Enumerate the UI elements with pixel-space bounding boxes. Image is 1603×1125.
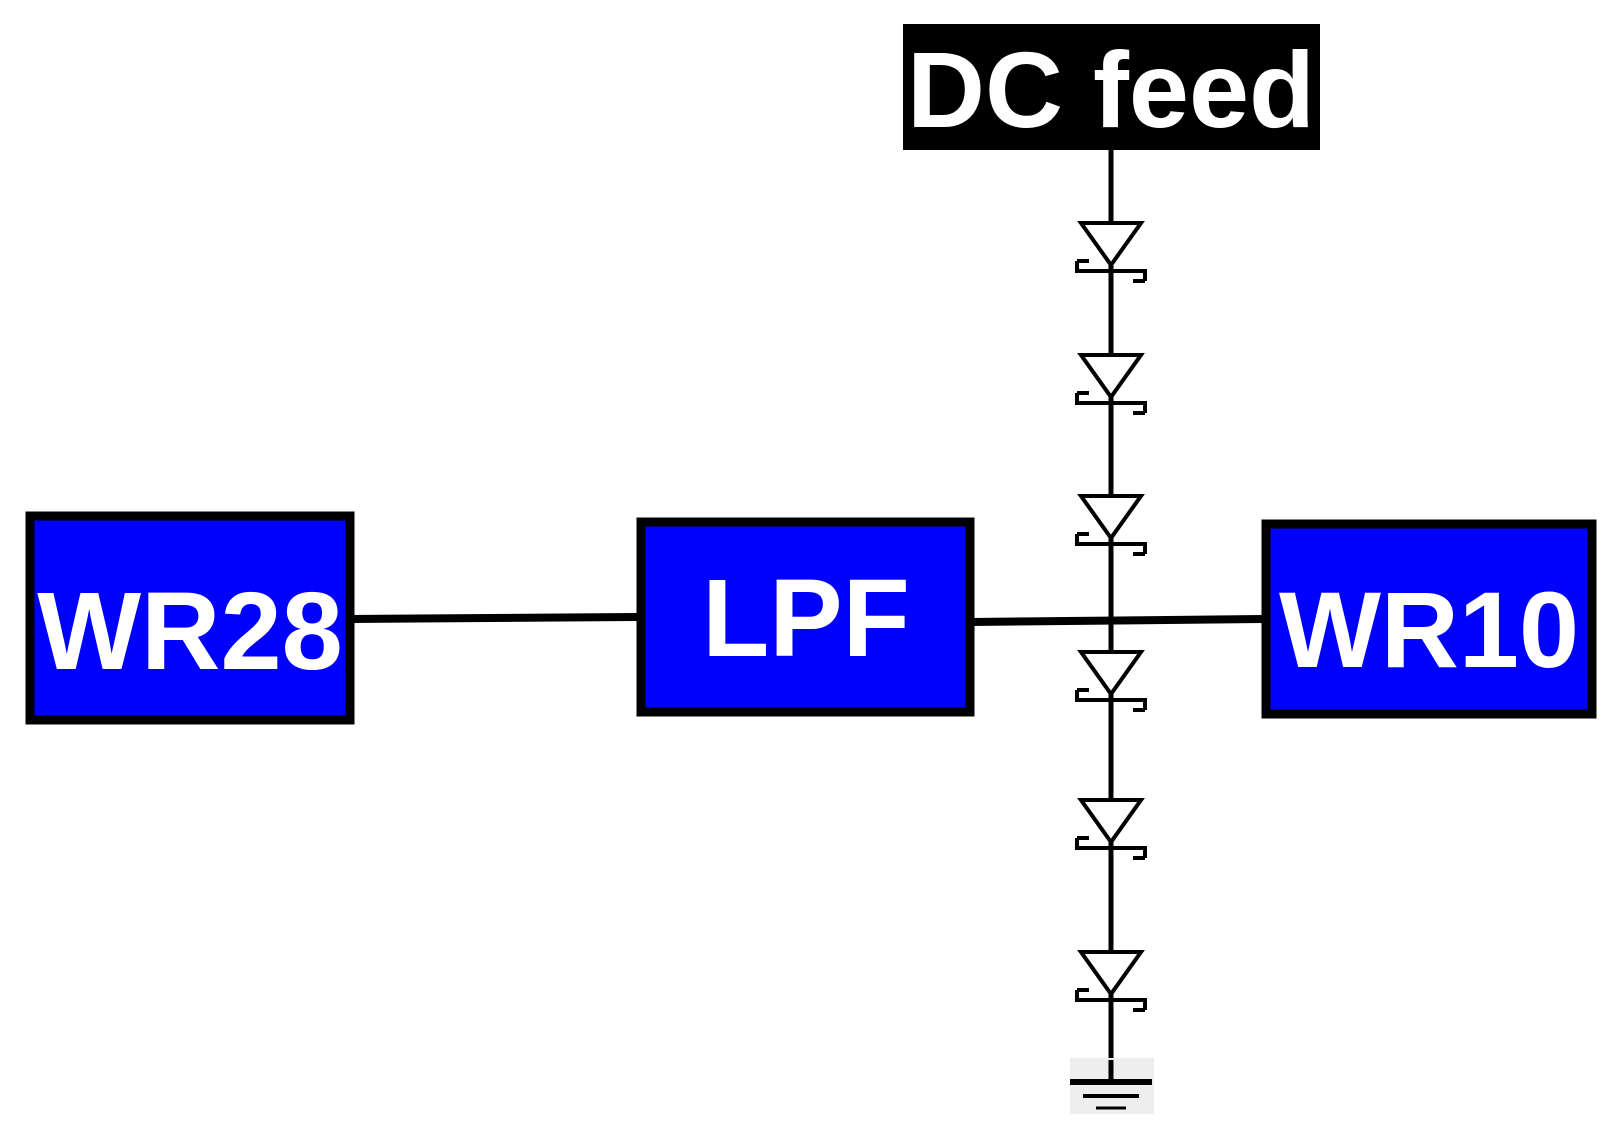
diode-icon: [1075, 650, 1147, 712]
diode-icon: [1075, 798, 1147, 860]
wire-lpf-wr10: [969, 615, 1263, 626]
diode-icon: [1075, 950, 1147, 1012]
dc-feed-label: DC feed: [907, 29, 1315, 150]
block-lpf: LPF: [636, 517, 975, 717]
wr28-label: WR28: [37, 570, 343, 693]
block-wr28: WR28: [25, 511, 355, 725]
diode-icon: [1075, 353, 1147, 415]
diode-icon: [1075, 494, 1147, 556]
block-wr10: WR10: [1261, 519, 1597, 719]
diode-icon: [1075, 221, 1147, 283]
wire-wr28-lpf: [349, 613, 638, 623]
wr10-label: WR10: [1279, 569, 1579, 690]
diode-chain: [1075, 221, 1147, 1012]
ground-icon: [1070, 1058, 1154, 1114]
block-dc-feed: DC feed: [903, 24, 1320, 150]
lpf-label: LPF: [702, 557, 910, 680]
